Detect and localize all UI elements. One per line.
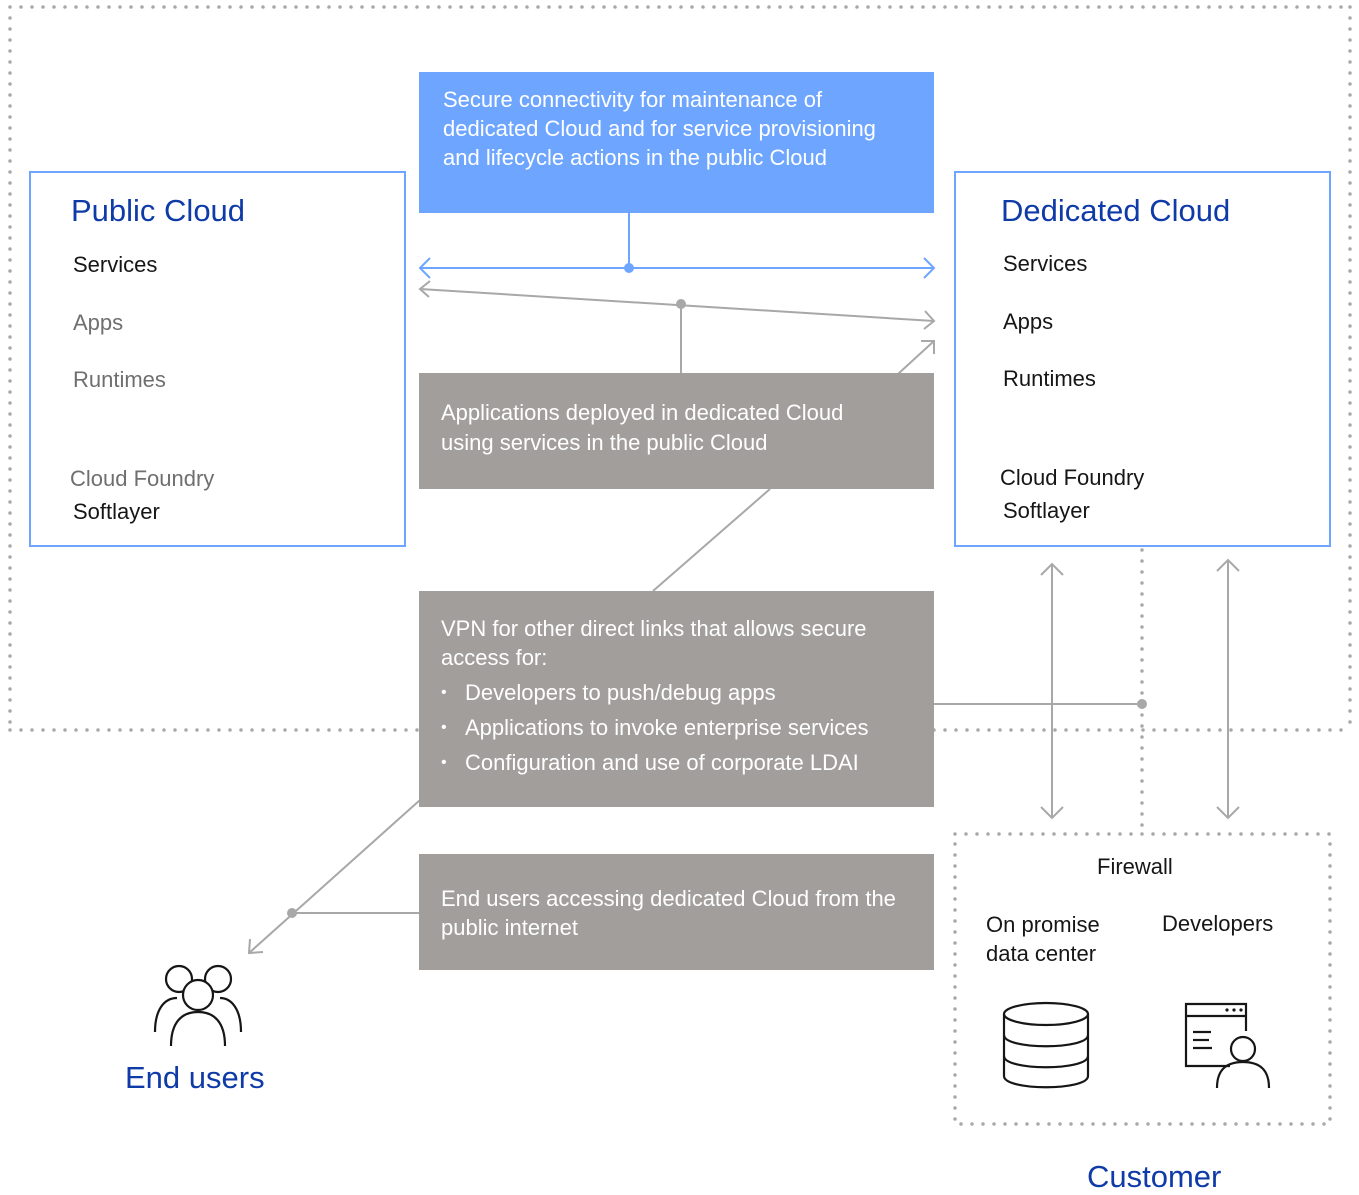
- data-center-label: On promise data center: [986, 912, 1100, 966]
- end-users-access-text: End users accessing dedicated Cloud from…: [441, 886, 896, 940]
- public-cloud-foundry: Cloud Foundry: [70, 466, 215, 491]
- vpn-bullet: • Developers to push/debug apps: [441, 675, 912, 710]
- users-group-icon: [153, 964, 243, 1047]
- vpn-junction: [1137, 699, 1147, 709]
- dedicated-cloud-services: Services: [1003, 251, 1088, 276]
- dedicated-cloud-apps: Apps: [1003, 309, 1054, 334]
- vpn-connector: [652, 488, 1240, 820]
- applications-deployed-callout: Applications deployed in dedicated Cloud…: [419, 373, 934, 489]
- bullet-icon: •: [441, 754, 447, 771]
- end-users-access-callout: End users accessing dedicated Cloud from…: [419, 854, 934, 970]
- bullet-icon: •: [441, 719, 447, 736]
- vpn-bullet-text: Applications to invoke enterprise servic…: [465, 715, 869, 740]
- end-users-junction: [287, 908, 297, 918]
- vpn-callout: VPN for other direct links that allows s…: [419, 591, 934, 807]
- developer-terminal-icon: [1184, 1002, 1271, 1089]
- vpn-bullet: • Applications to invoke enterprise serv…: [441, 710, 912, 745]
- vpn-bullet-text: Developers to push/debug apps: [465, 680, 776, 705]
- vpn-bullet-list: • Developers to push/debug apps • Applic…: [441, 675, 912, 780]
- dedicated-cloud-runtimes: Runtimes: [1003, 366, 1096, 391]
- developers-label: Developers: [1162, 911, 1274, 936]
- dedicated-cloud-softlayer: Softlayer: [1003, 498, 1090, 523]
- dedicated-cloud-title: Dedicated Cloud: [1001, 193, 1231, 228]
- dedicated-cloud-box: Dedicated Cloud Services Apps Runtimes C…: [954, 171, 1331, 547]
- vpn-bullet-text: Configuration and use of corporate LDAI: [465, 750, 859, 775]
- applications-deployed-text: Applications deployed in dedicated Cloud…: [441, 400, 844, 455]
- public-cloud-services: Services: [73, 252, 158, 277]
- public-cloud-box: Public Cloud Services Apps Runtimes Clou…: [29, 171, 406, 547]
- secure-connectivity-junction: [624, 263, 634, 273]
- secure-connectivity-connector: [418, 212, 936, 279]
- public-cloud-boundary: [8, 5, 1352, 732]
- applications-junction: [676, 299, 686, 309]
- public-cloud-runtimes: Runtimes: [73, 367, 166, 392]
- public-cloud-softlayer: Softlayer: [73, 499, 160, 524]
- public-cloud-title: Public Cloud: [71, 193, 246, 228]
- end-users-connector: [247, 799, 421, 955]
- secure-connectivity-text: Secure connectivity for maintenance of d…: [443, 87, 876, 170]
- bullet-icon: •: [441, 684, 447, 701]
- public-cloud-apps: Apps: [73, 310, 124, 335]
- applications-connector: [418, 280, 936, 375]
- vpn-intro-text: VPN for other direct links that allows s…: [441, 616, 867, 670]
- end-users-title: End users: [125, 1060, 265, 1095]
- dedicated-cloud-foundry: Cloud Foundry: [1000, 465, 1145, 490]
- vpn-bullet: • Configuration and use of corporate LDA…: [441, 745, 912, 780]
- customer-title: Customer: [1087, 1159, 1222, 1194]
- database-icon: [1002, 1001, 1090, 1089]
- secure-connectivity-callout: Secure connectivity for maintenance of d…: [419, 72, 934, 213]
- firewall-label: Firewall: [1097, 854, 1173, 879]
